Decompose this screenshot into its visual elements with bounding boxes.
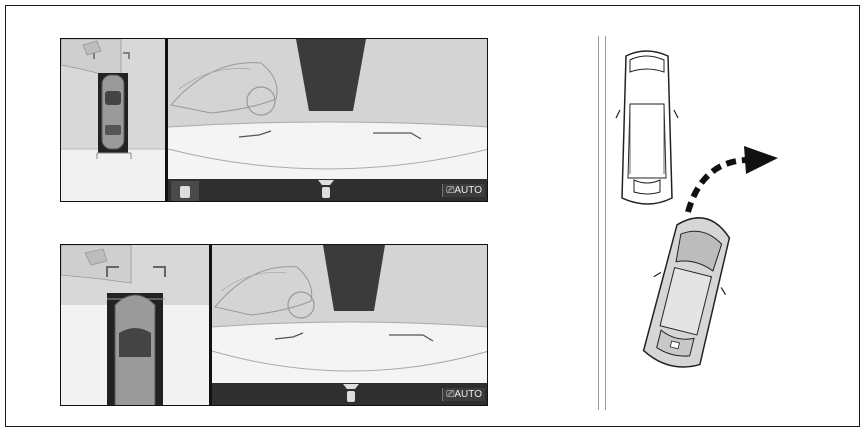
parking-diagram: [606, 34, 826, 414]
moving-car-illustration: [634, 210, 742, 374]
front-camera-pane: [212, 245, 488, 383]
camera-screen-bottom: ⎚AUTO: [60, 244, 488, 406]
curved-arrow-icon: [688, 146, 778, 212]
car-top-icon: [98, 73, 128, 153]
camera-screen-bottom-graphics: [61, 245, 488, 406]
car-mini-icon[interactable]: [171, 181, 199, 201]
camera-auto-badge-top[interactable]: ⎚AUTO: [442, 184, 485, 197]
zoomed-view-pane: [61, 245, 209, 406]
parked-car-illustration: [616, 51, 678, 204]
figure-frame: ⎚AUTO: [5, 5, 860, 427]
panoramic-view-pane: [61, 39, 165, 202]
front-camera-pane: [168, 39, 488, 179]
view-mode-label-bottom: AUTO: [454, 389, 482, 400]
view-mode-label-top: AUTO: [454, 185, 482, 196]
camera-screen-top-graphics: [61, 39, 488, 202]
camera-screen-top: ⎚AUTO: [60, 38, 488, 202]
car-top-icon: [107, 293, 163, 406]
camera-auto-badge-bottom[interactable]: ⎚AUTO: [442, 388, 485, 401]
section-divider: [598, 36, 606, 410]
